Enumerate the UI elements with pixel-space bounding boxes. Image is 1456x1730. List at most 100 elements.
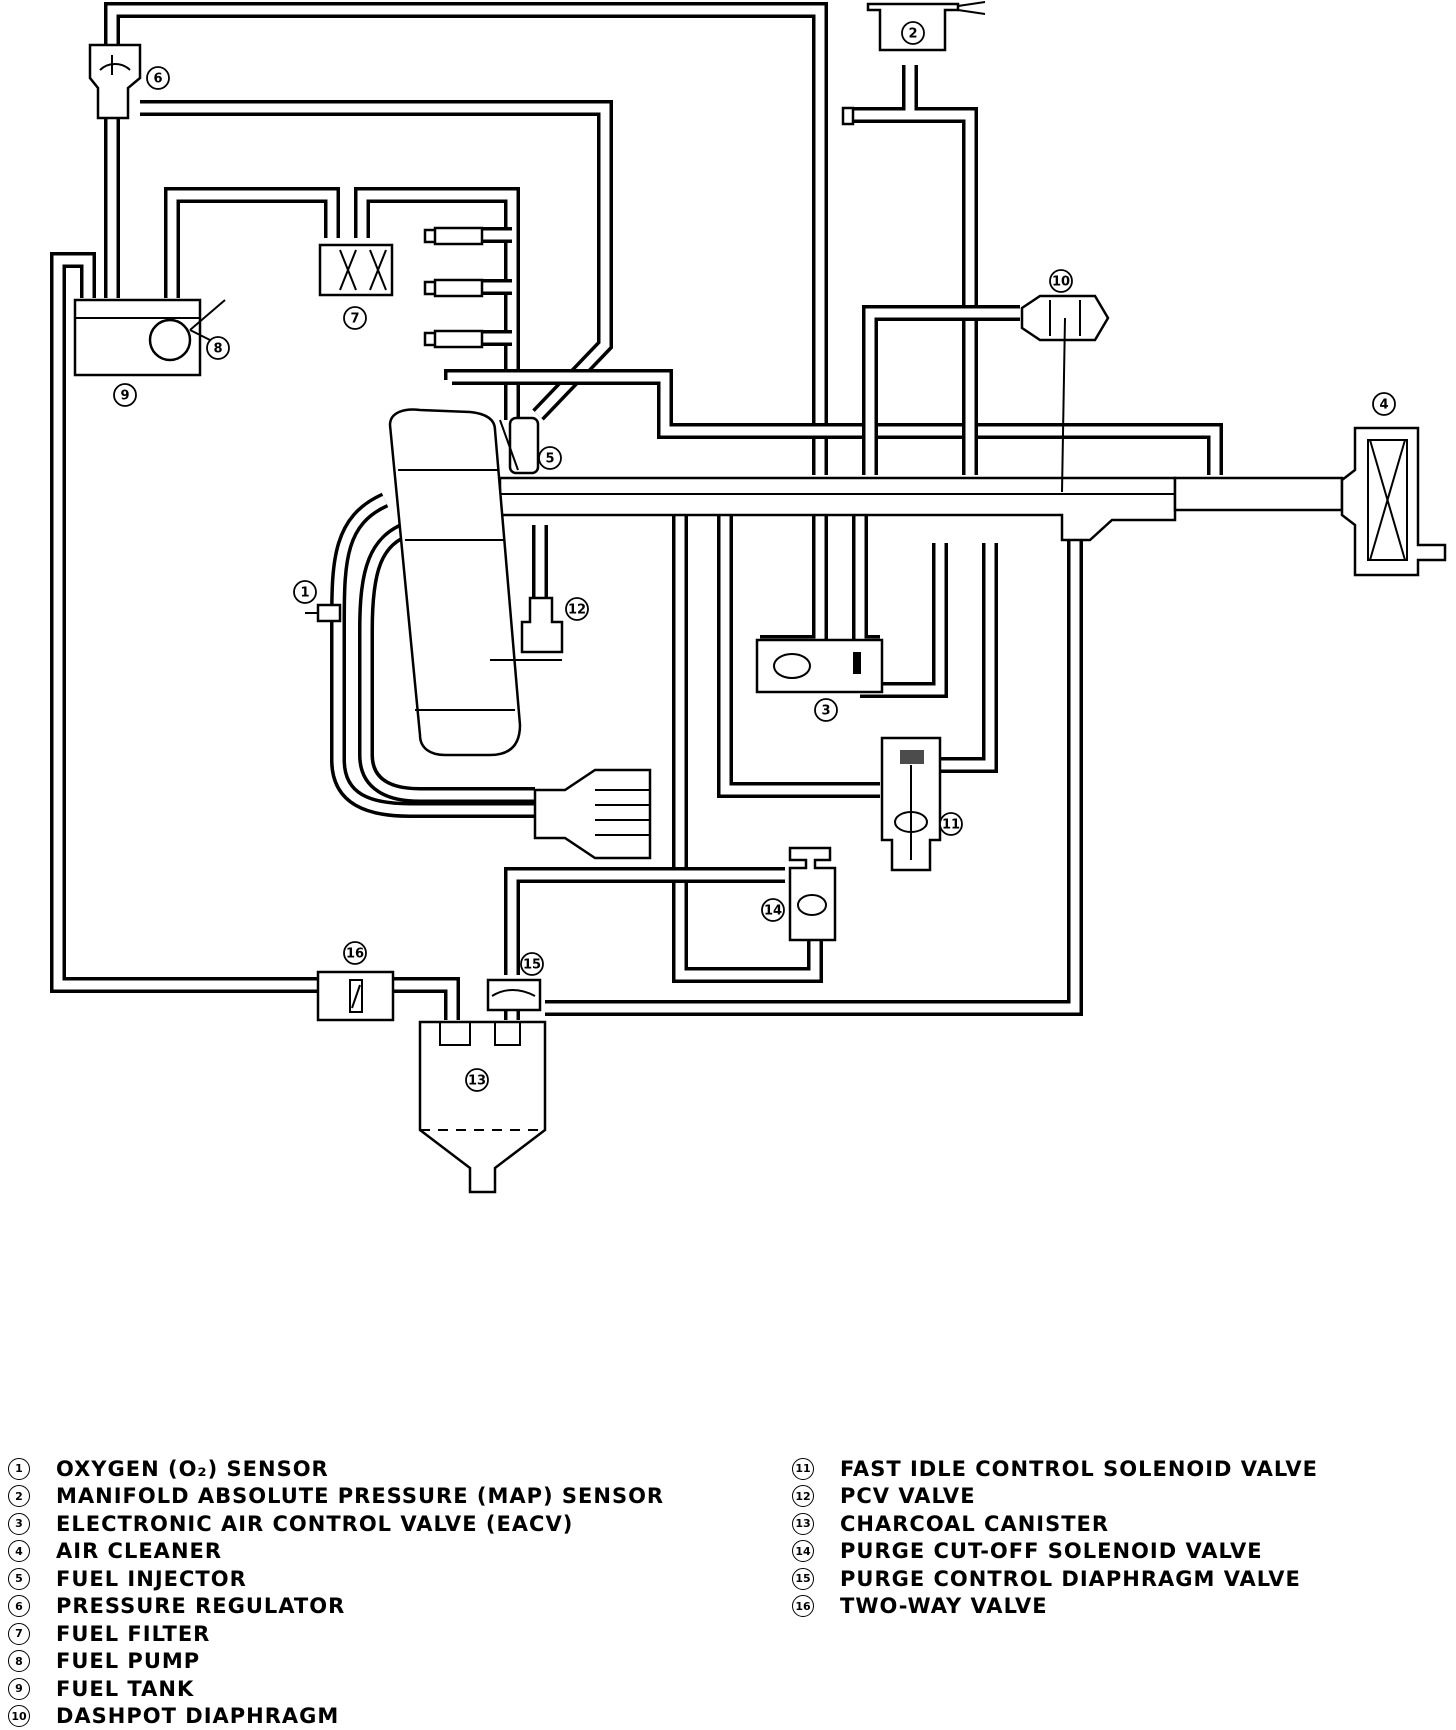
- marker-14: 14: [762, 899, 784, 921]
- fast-idle-valve: [882, 738, 940, 870]
- marker-2: 2: [902, 22, 924, 44]
- purge-diaphragm-valve: [488, 980, 540, 1010]
- svg-text:16: 16: [346, 947, 364, 962]
- legend-label: FUEL TANK: [56, 1677, 194, 1701]
- svg-text:5: 5: [545, 452, 554, 467]
- legend-item-12: 12 PCV VALVE: [792, 1483, 1318, 1511]
- air-cleaner: [1342, 428, 1445, 575]
- legend-number: 5: [8, 1568, 30, 1590]
- legend-right-column: 11 FAST IDLE CONTROL SOLENOID VALVE 12 PCV …: [792, 1455, 1318, 1620]
- legend-label: FUEL INJECTOR: [56, 1567, 247, 1591]
- marker-13: 13: [466, 1069, 488, 1091]
- marker-5: 5: [539, 447, 561, 469]
- legend-item-11: 11 FAST IDLE CONTROL SOLENOID VALVE: [792, 1455, 1318, 1483]
- svg-text:2: 2: [908, 27, 917, 42]
- intake-manifold: [500, 478, 1342, 540]
- marker-15: 15: [521, 953, 543, 975]
- exhaust-outlet: [535, 770, 650, 858]
- marker-7: 7: [344, 307, 366, 329]
- legend-item-2: 2 MANIFOLD ABSOLUTE PRESSURE (MAP) SENSOR: [8, 1483, 664, 1511]
- marker-16: 16: [344, 942, 366, 964]
- injector-group: [425, 228, 482, 347]
- legend-item-5: 5 FUEL INJECTOR: [8, 1565, 664, 1593]
- legend-number: 8: [8, 1650, 30, 1672]
- legend-number: 14: [792, 1540, 814, 1562]
- svg-text:8: 8: [213, 342, 222, 357]
- marker-1: 1: [294, 581, 316, 603]
- legend-item-16: 16 TWO-WAY VALVE: [792, 1593, 1318, 1621]
- eacv-valve: [757, 640, 882, 692]
- marker-4: 4: [1373, 393, 1395, 415]
- legend-label: FUEL PUMP: [56, 1649, 200, 1673]
- engine-block: [390, 410, 520, 755]
- marker-10: 10: [1050, 270, 1072, 292]
- marker-12: 12: [566, 598, 588, 620]
- svg-text:13: 13: [468, 1074, 486, 1089]
- svg-text:14: 14: [764, 904, 782, 919]
- legend-item-7: 7 FUEL FILTER: [8, 1620, 664, 1648]
- svg-text:3: 3: [821, 704, 830, 719]
- svg-text:12: 12: [568, 603, 586, 618]
- legend-label: PURGE CUT-OFF SOLENOID VALVE: [840, 1539, 1263, 1563]
- legend: 1 OXYGEN (O₂) SENSOR 2 MANIFOLD ABSOLUTE PR…: [0, 1455, 1456, 1710]
- legend-label: AIR CLEANER: [56, 1539, 222, 1563]
- legend-number: 4: [8, 1540, 30, 1562]
- svg-text:11: 11: [942, 818, 960, 833]
- legend-label: PURGE CONTROL DIAPHRAGM VALVE: [840, 1567, 1301, 1591]
- svg-text:6: 6: [153, 72, 162, 87]
- svg-text:9: 9: [120, 389, 129, 404]
- legend-item-15: 15 PURGE CONTROL DIAPHRAGM VALVE: [792, 1565, 1318, 1593]
- two-way-valve: [318, 972, 393, 1020]
- legend-item-13: 13 CHARCOAL CANISTER: [792, 1510, 1318, 1538]
- marker-3: 3: [815, 699, 837, 721]
- legend-label: MANIFOLD ABSOLUTE PRESSURE (MAP) SENSOR: [56, 1484, 664, 1508]
- legend-item-8: 8 FUEL PUMP: [8, 1648, 664, 1676]
- purge-cutoff-valve: [790, 848, 835, 940]
- legend-number: 6: [8, 1595, 30, 1617]
- legend-label: OXYGEN (O₂) SENSOR: [56, 1457, 329, 1481]
- legend-number: 11: [792, 1458, 814, 1480]
- dashpot-diaphragm: [1022, 296, 1108, 492]
- svg-text:4: 4: [1379, 398, 1388, 413]
- oxygen-sensor: [305, 605, 340, 621]
- pressure-regulator: [90, 45, 140, 118]
- marker-8: 8: [207, 337, 229, 359]
- fuel-injector: [500, 418, 538, 473]
- legend-label: FAST IDLE CONTROL SOLENOID VALVE: [840, 1457, 1318, 1481]
- legend-item-3: 3 ELECTRONIC AIR CONTROL VALVE (EACV): [8, 1510, 664, 1538]
- legend-label: TWO-WAY VALVE: [840, 1594, 1048, 1618]
- marker-9: 9: [114, 384, 136, 406]
- legend-label: ELECTRONIC AIR CONTROL VALVE (EACV): [56, 1512, 573, 1536]
- legend-number: 2: [8, 1485, 30, 1507]
- legend-label: DASHPOT DIAPHRAGM: [56, 1704, 339, 1728]
- legend-number: 12: [792, 1485, 814, 1507]
- marker-11: 11: [940, 813, 962, 835]
- legend-number: 3: [8, 1513, 30, 1535]
- svg-text:15: 15: [523, 958, 541, 973]
- svg-text:1: 1: [300, 586, 309, 601]
- fuel-filter: [320, 245, 392, 295]
- charcoal-canister: [420, 1022, 545, 1192]
- legend-number: 9: [8, 1678, 30, 1700]
- legend-label: CHARCOAL CANISTER: [840, 1512, 1109, 1536]
- legend-number: 16: [792, 1595, 814, 1617]
- legend-number: 13: [792, 1513, 814, 1535]
- legend-number: 10: [8, 1705, 30, 1727]
- fuel-tank: [75, 300, 225, 375]
- legend-item-9: 9 FUEL TANK: [8, 1675, 664, 1703]
- legend-label: PCV VALVE: [840, 1484, 976, 1508]
- legend-number: 15: [792, 1568, 814, 1590]
- legend-number: 7: [8, 1623, 30, 1645]
- legend-item-14: 14 PURGE CUT-OFF SOLENOID VALVE: [792, 1538, 1318, 1566]
- legend-left-column: 1 OXYGEN (O₂) SENSOR 2 MANIFOLD ABSOLUTE PR…: [8, 1455, 664, 1730]
- svg-text:7: 7: [350, 312, 359, 327]
- legend-label: FUEL FILTER: [56, 1622, 210, 1646]
- legend-item-4: 4 AIR CLEANER: [8, 1538, 664, 1566]
- legend-number: 1: [8, 1458, 30, 1480]
- legend-item-1: 1 OXYGEN (O₂) SENSOR: [8, 1455, 664, 1483]
- svg-text:10: 10: [1052, 275, 1070, 290]
- marker-6: 6: [147, 67, 169, 89]
